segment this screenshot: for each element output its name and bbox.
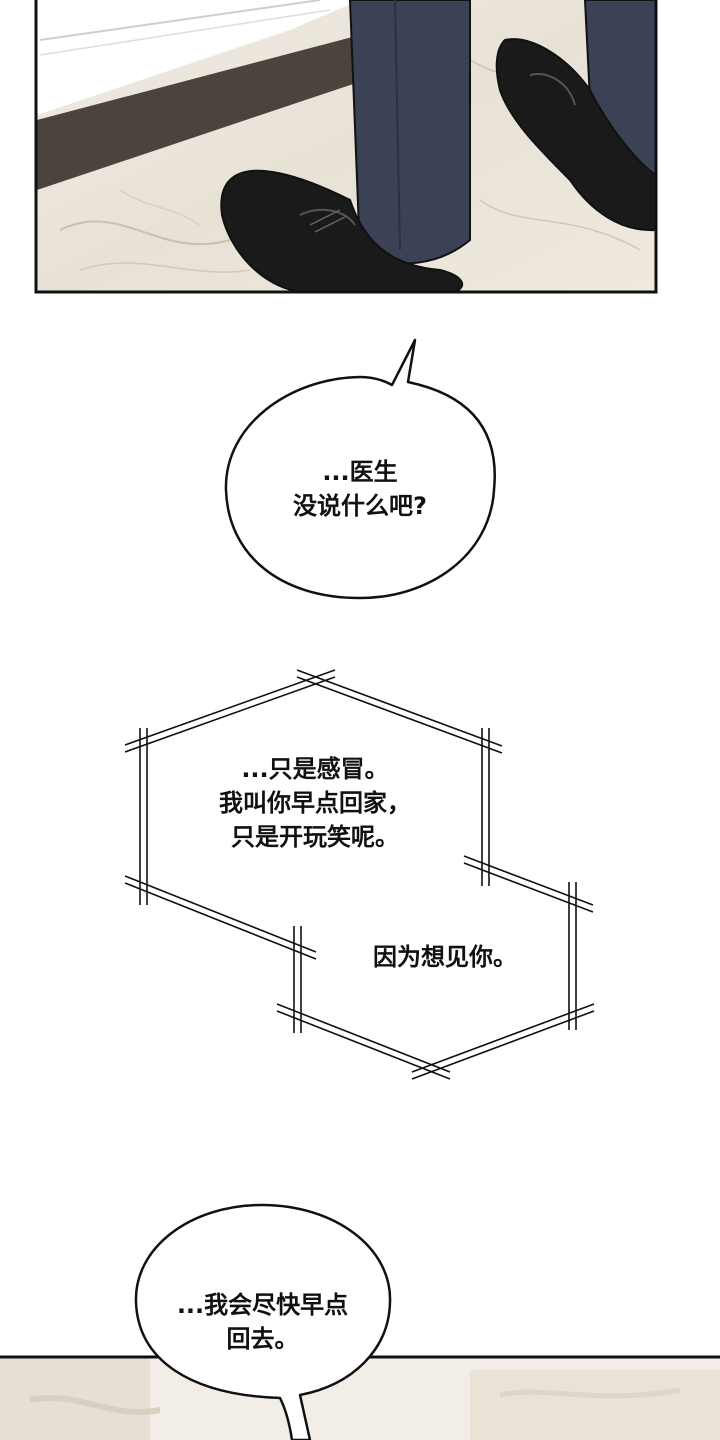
trouser-left (348, 0, 471, 265)
shoe-left (220, 169, 464, 292)
narration-frame (124, 669, 595, 1080)
baseboard (37, 35, 380, 190)
speech-bubble-1-text: ...医生 没说什么吧? (293, 458, 427, 520)
narration-text-1: ...只是感冒。 我叫你早点回家， 只是开玩笑呢。 (219, 755, 411, 851)
speech-bubble-2-text: ...我会尽快早点 回去。 (176, 1291, 349, 1353)
speech-bubble-2-shape (134, 1203, 392, 1440)
speech-bubble-1-shape (224, 338, 496, 600)
narration-text-2: 因为想见你。 (373, 943, 517, 971)
shoe-right (495, 38, 656, 232)
